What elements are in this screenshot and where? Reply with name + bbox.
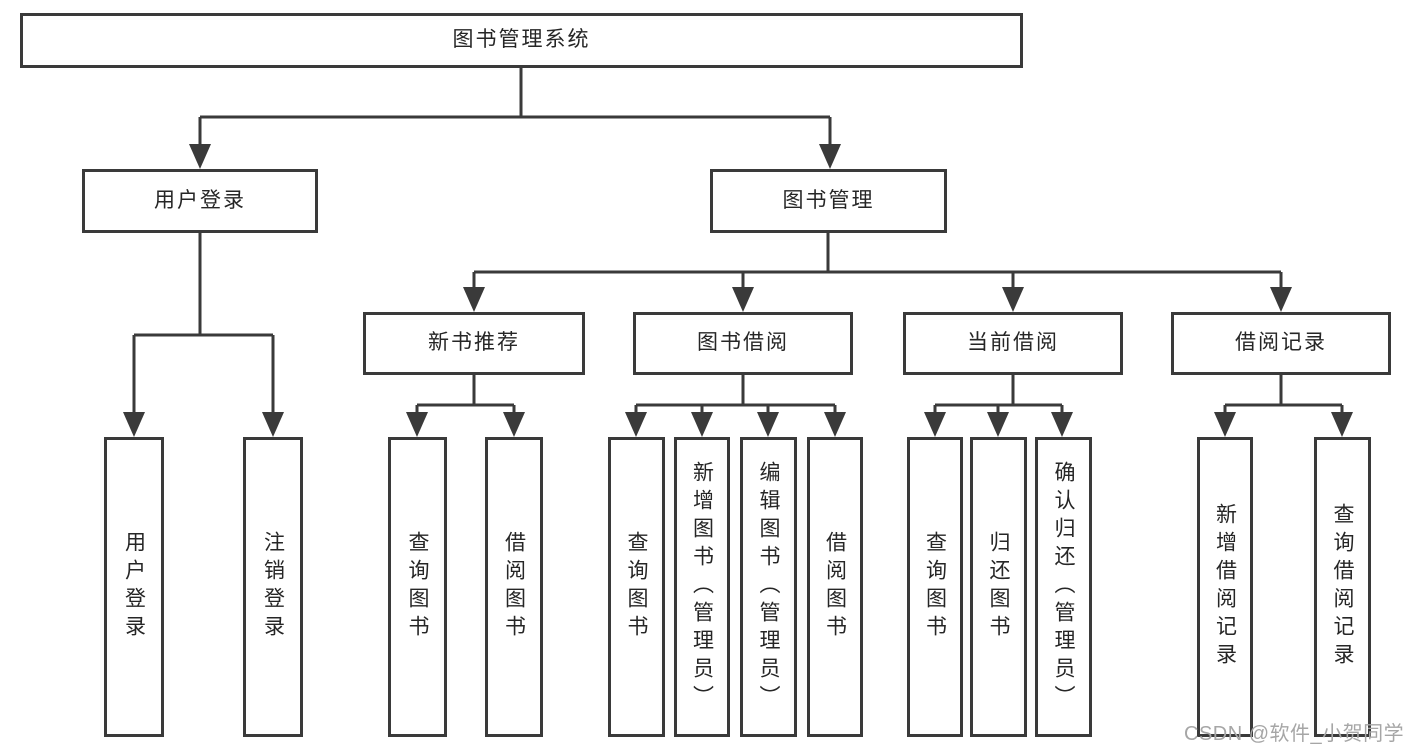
connector-root-to-level1: [198, 68, 832, 146]
node-book-management-label: 图书管理: [782, 188, 875, 212]
node-book-borrowing-label: 图书借阅: [697, 331, 789, 355]
node-book-management: 图书管理: [710, 169, 947, 233]
node-leaf-add-books-admin-label: 新增图书（管理员）: [690, 461, 714, 713]
node-leaf-logout: 注销登录: [243, 437, 303, 737]
node-leaf-query-books-borrow: 查询图书: [608, 437, 665, 737]
node-leaf-add-borrow-record: 新增借阅记录: [1197, 437, 1253, 737]
node-leaf-return-books-label: 归还图书: [987, 531, 1010, 643]
node-current-borrowing: 当前借阅: [903, 312, 1123, 375]
node-current-borrowing-label: 当前借阅: [967, 331, 1059, 355]
node-leaf-add-borrow-record-label: 新增借阅记录: [1213, 503, 1237, 671]
node-leaf-borrow-books-recommend-label: 借阅图书: [502, 531, 526, 643]
node-user-login-label: 用户登录: [154, 188, 246, 212]
node-leaf-confirm-return-admin: 确认归还（管理员）: [1035, 437, 1092, 737]
node-library-system: 图书管理系统: [20, 13, 1023, 68]
connector-borrow-records-children: [1223, 375, 1344, 413]
arrowheads-root-to-level1: [189, 144, 841, 169]
csdn-watermark: CSDN @软件_小贺同学: [1184, 723, 1405, 745]
node-user-login: 用户登录: [82, 169, 318, 233]
connector-current-borrow-children: [933, 375, 1064, 413]
node-leaf-query-books-recommend: 查询图书: [388, 437, 447, 737]
arrowheads-new-books-children: [406, 412, 525, 437]
node-leaf-query-books-borrow-label: 查询图书: [625, 531, 648, 643]
node-leaf-edit-books-admin-label: 编辑图书（管理员）: [757, 461, 780, 713]
node-library-system-label: 图书管理系统: [452, 28, 591, 52]
node-new-book-recommend: 新书推荐: [363, 312, 585, 375]
node-leaf-query-borrow-record-label: 查询借阅记录: [1331, 503, 1354, 671]
connector-book-mgmt-children: [472, 233, 1283, 288]
node-leaf-confirm-return-admin-label: 确认归还（管理员）: [1052, 461, 1075, 713]
connector-user-login-children: [132, 233, 275, 413]
node-borrowing-records-label: 借阅记录: [1235, 331, 1327, 355]
arrowheads-borrow-records-children: [1214, 412, 1353, 437]
node-leaf-logout-label: 注销登录: [261, 531, 285, 643]
node-leaf-edit-books-admin: 编辑图书（管理员）: [740, 437, 797, 737]
node-new-book-recommend-label: 新书推荐: [428, 331, 520, 355]
node-leaf-query-books-current-label: 查询图书: [923, 531, 947, 643]
connector-book-borrow-children: [634, 375, 837, 413]
node-borrowing-records: 借阅记录: [1171, 312, 1391, 375]
arrowheads-user-login-children: [123, 412, 284, 437]
node-leaf-query-borrow-record: 查询借阅记录: [1314, 437, 1371, 737]
node-leaf-add-books-admin: 新增图书（管理员）: [674, 437, 730, 737]
node-leaf-query-books-current: 查询图书: [907, 437, 963, 737]
arrowheads-book-borrow-children: [625, 412, 846, 437]
node-leaf-borrow-books-recommend: 借阅图书: [485, 437, 543, 737]
node-leaf-query-books-recommend-label: 查询图书: [406, 531, 429, 643]
node-leaf-borrow-books: 借阅图书: [807, 437, 863, 737]
connector-new-books-children: [415, 375, 516, 413]
node-leaf-return-books: 归还图书: [970, 437, 1027, 737]
node-leaf-user-login-label: 用户登录: [122, 531, 146, 643]
node-leaf-borrow-books-label: 借阅图书: [823, 531, 847, 643]
arrowheads-book-mgmt-children: [463, 287, 1292, 312]
node-leaf-user-login: 用户登录: [104, 437, 164, 737]
arrowheads-current-borrow-children: [924, 412, 1073, 437]
node-book-borrowing: 图书借阅: [633, 312, 853, 375]
